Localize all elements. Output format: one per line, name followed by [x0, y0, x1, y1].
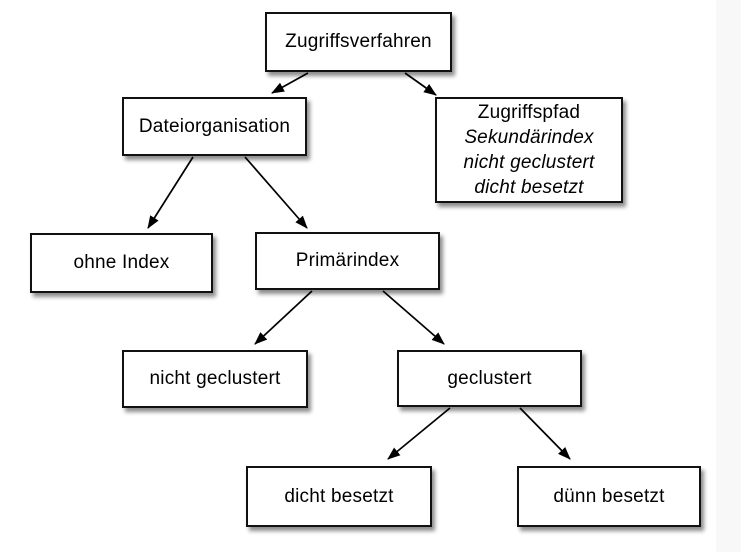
node-label: dünn besetzt: [553, 485, 665, 507]
edge-geclustert-duenn-besetzt: [519, 407, 571, 460]
node-label: dicht besetzt: [284, 485, 394, 507]
node-label: ohne Index: [73, 252, 170, 273]
edge-dateiorganisation-primaerindex: [244, 156, 308, 229]
node-dicht-besetzt: dicht besetzt: [246, 466, 432, 527]
node-label: Primärindex: [295, 250, 400, 271]
node-subline: nicht geclustert: [463, 152, 595, 173]
edge-primaerindex-geclustert: [382, 290, 445, 345]
edge-zugriffsverfahren-zugriffspfad: [404, 72, 437, 96]
node-label: geclustert: [447, 367, 532, 389]
node-dateiorganisation: Dateiorganisation: [122, 97, 307, 156]
node-zugriffspfad: Zugriffspfad Sekundärindex nicht geclust…: [435, 97, 623, 203]
node-nicht-geclustert: nicht geclustert: [122, 350, 308, 408]
node-ohne-index: ohne Index: [30, 233, 213, 293]
node-subline: dicht besetzt: [474, 177, 584, 198]
node-label: Dateiorganisation: [138, 115, 291, 137]
node-geclustert: geclustert: [397, 350, 582, 407]
node-subline: Sekundärindex: [464, 127, 594, 148]
node-label: Zugriffspfad: [477, 102, 581, 123]
right-gutter: [716, 0, 741, 552]
edge-primaerindex-nicht-geclustert: [254, 290, 313, 345]
node-duenn-besetzt: dünn besetzt: [517, 466, 701, 527]
edge-geclustert-dicht-besetzt: [387, 407, 451, 460]
node-label: nicht geclustert: [149, 368, 281, 389]
node-zugriffsverfahren: Zugriffsverfahren: [265, 12, 452, 72]
node-primaerindex: Primärindex: [255, 232, 440, 290]
edge-zugriffsverfahren-dateiorganisation: [271, 72, 309, 94]
edge-dateiorganisation-ohne-index: [147, 156, 194, 229]
node-label: Zugriffsverfahren: [285, 31, 432, 52]
